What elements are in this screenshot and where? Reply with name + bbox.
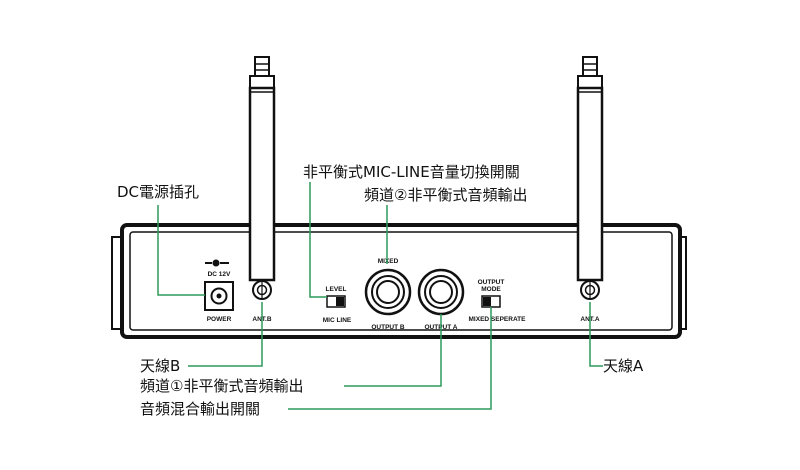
mixed-seperate-label: MIXED SEPERATE bbox=[469, 316, 527, 323]
antenna-a-connector bbox=[580, 280, 600, 300]
dc-polarity-icon bbox=[205, 259, 229, 267]
leader-antenna-a bbox=[589, 302, 603, 367]
leader-mic-line-switch bbox=[309, 182, 327, 298]
leader-antenna-b bbox=[188, 302, 263, 367]
leader-dc-jack bbox=[157, 205, 205, 296]
output-b-label: OUTPUT B bbox=[371, 324, 405, 331]
output-a-jack bbox=[417, 268, 465, 316]
power-label: POWER bbox=[207, 316, 232, 323]
leader-channel1-output bbox=[344, 314, 442, 387]
callout-antenna-b: 天線B bbox=[140, 357, 181, 375]
antenna-b-connector bbox=[252, 280, 272, 300]
mic-line-label: MIC LINE bbox=[323, 317, 352, 324]
antenna-a bbox=[576, 56, 604, 282]
output-mode-label-2: MODE bbox=[481, 286, 501, 293]
callout-channel2-output: 頻道②非平衡式音頻輸出 bbox=[364, 186, 528, 204]
callout-antenna-a: 天線A bbox=[603, 357, 644, 375]
callout-channel1-output: 頻道①非平衡式音頻輸出 bbox=[140, 377, 304, 395]
mixed-label: MIXED bbox=[378, 258, 399, 265]
dc-12v-label: DC 12V bbox=[208, 271, 231, 278]
callout-dc-jack: DC電源插孔 bbox=[117, 183, 200, 201]
callout-mix-switch: 音頻混合輸出開關 bbox=[140, 400, 261, 418]
callout-mic-line-switch: 非平衡式MIC-LINE音量切換開關 bbox=[303, 163, 520, 181]
output-b-jack bbox=[364, 268, 412, 316]
chassis-inner bbox=[129, 231, 673, 331]
output-mode-label-1: OUTPUT bbox=[478, 279, 505, 286]
leader-mix-switch bbox=[288, 307, 492, 410]
level-label: LEVEL bbox=[326, 286, 347, 293]
antenna-b bbox=[248, 56, 276, 282]
